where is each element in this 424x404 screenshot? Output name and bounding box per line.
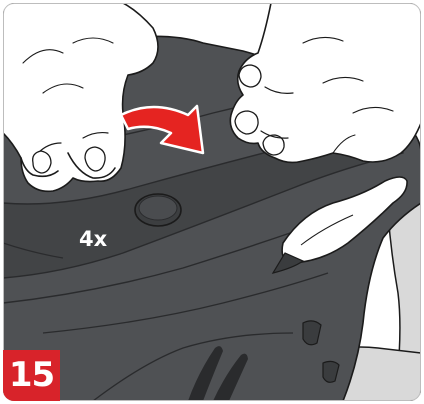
step-number-badge: 15 [3, 350, 60, 401]
repeat-count-label: 4x [79, 227, 107, 251]
instruction-illustration [3, 3, 421, 401]
car-seat-drawing [3, 3, 421, 401]
right-hand [230, 3, 421, 162]
